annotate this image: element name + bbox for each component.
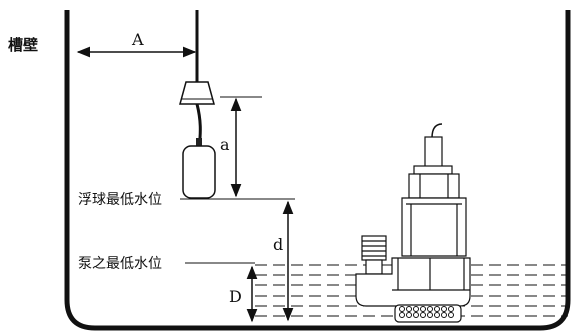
- dimension-a: a: [220, 96, 262, 198]
- dimension-D-label: D: [229, 287, 242, 306]
- pump-min-level-label: 泵之最低水位: [78, 256, 162, 272]
- float-min-level-label: 浮球最低水位: [78, 192, 162, 208]
- dimension-d: d: [273, 200, 294, 322]
- dimension-d-label: d: [273, 235, 283, 254]
- dimension-a-label: a: [220, 135, 230, 154]
- tank-wall-label: 槽壁: [8, 36, 38, 54]
- dimension-A-label: A: [131, 30, 144, 49]
- pump-min-level: 泵之最低水位: [78, 256, 255, 272]
- float-switch: [179, 10, 216, 199]
- water-surface-lines: [255, 264, 568, 317]
- dimension-D: D: [229, 265, 258, 323]
- float-min-level: 浮球最低水位: [78, 192, 295, 208]
- tank-wall: [64, 10, 571, 331]
- dimension-A: A: [76, 30, 197, 58]
- submersible-pump: [355, 123, 471, 323]
